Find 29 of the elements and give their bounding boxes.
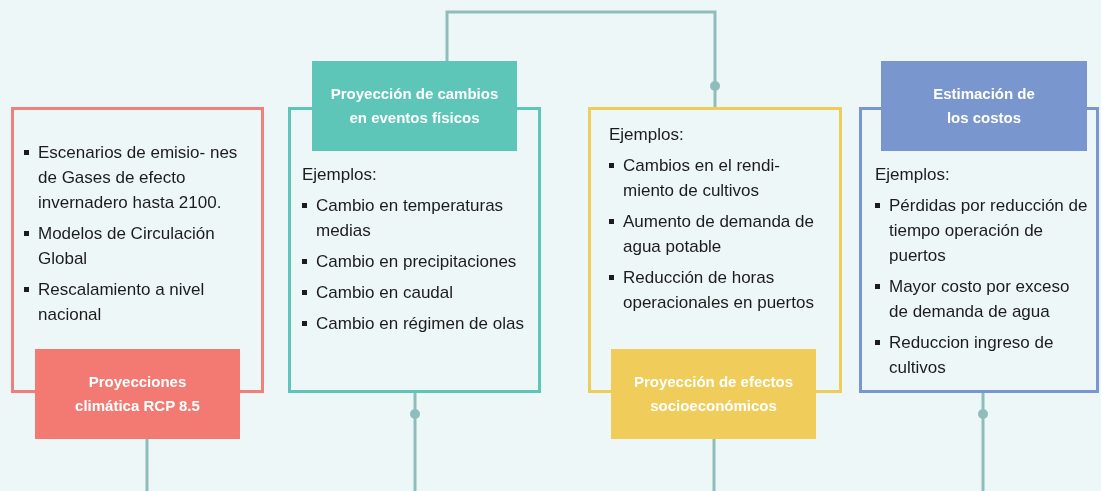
list-item-text: Aumento de demanda de agua potable [623,211,815,258]
examples-panel [288,61,541,393]
examples-panel [859,61,1099,393]
examples-panel [588,107,842,439]
list-item-text: Reduccion ingreso de cultivos [889,332,1055,379]
list-item-text: Rescalamiento a nivel nacional [38,279,206,326]
connector-line [410,393,420,491]
list-item-text: Mayor costo por exceso de demanda de agua [889,276,1071,323]
panel-heading: Estimación de los costos [881,61,1087,151]
connector-line [445,10,720,107]
list-item-text: Cambio en caudal [316,282,454,304]
connector-line [145,439,149,491]
connector-line [978,393,988,491]
intro-text: Ejemplos: [302,164,378,186]
list-item-text: Cambio en régimen de olas [316,313,524,335]
list-item-text: Cambio en temperaturas medias [316,195,505,242]
list-item-text: Cambios en el rendi- miento de cultivos [623,155,781,202]
list-item-text: Pérdidas por reducción de tiempo operación de puertos [889,195,1089,267]
list-item-text: Escenarios de emisio- nes de Gases de efecto invernadero hasta 2100. [38,142,239,214]
panel-heading: Proyección de efectos socioeconómicos [611,349,816,439]
list-item-text: Reducción de horas operacionales en puertos [623,267,815,314]
list-item-text: Cambio en precipitaciones [316,251,517,273]
intro-text: Ejemplos: [875,164,951,186]
examples-panel [11,107,264,439]
panel-heading: Proyección de cambios en eventos físicos [312,61,517,151]
connector-line [712,439,716,491]
panel-heading: Proyecciones climática RCP 8.5 [35,349,240,439]
intro-text: Ejemplos: [609,124,685,146]
list-item-text: Modelos de Circulación Global [38,223,216,270]
